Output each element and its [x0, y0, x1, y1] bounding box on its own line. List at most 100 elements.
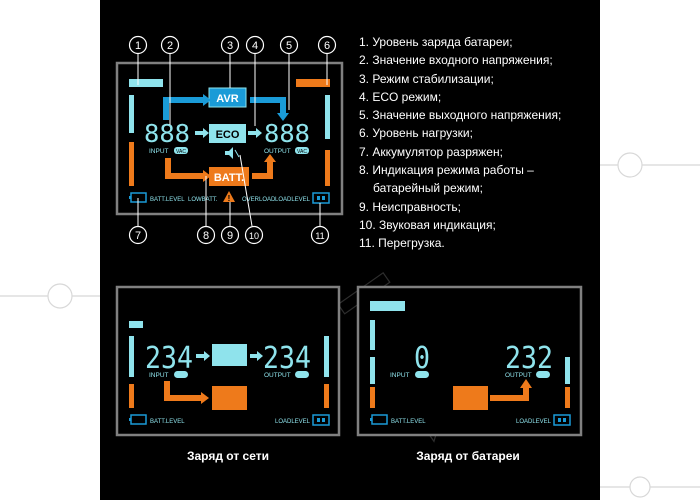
mains-batt-bar-mid: [129, 336, 134, 377]
main-output-vac-badge: [295, 147, 309, 154]
battery-batt-top-bar: [370, 301, 405, 311]
legend-item: 2. Значение входного напряжения;: [359, 53, 553, 68]
main-input-vac-badge: [174, 147, 188, 154]
svg-text:4: 4: [252, 40, 258, 52]
svg-text:11: 11: [315, 231, 324, 241]
callout-5: 5: [279, 35, 299, 55]
main-batt-level-label: BATT.LEVEL: [150, 197, 185, 203]
battery-input-label: INPUT: [390, 372, 410, 379]
legend-item: батарейный режим;: [373, 181, 483, 196]
battery-batt-bar-mid: [370, 357, 375, 384]
main-input-digits: 888: [144, 119, 190, 148]
svg-text:6: 6: [324, 40, 330, 52]
mains-input-label: INPUT: [149, 372, 169, 379]
load-level-bracket: [325, 95, 330, 139]
arrow-head-output: [277, 113, 289, 121]
legend-item: 11. Перегрузка.: [359, 236, 445, 251]
callout-9: 9: [220, 225, 240, 245]
legend-item: 1. Уровень заряда батареи;: [359, 35, 513, 49]
battery-load-icon: [553, 414, 571, 426]
mains-charge-arrow: [164, 381, 203, 401]
legend-list: 1. Уровень заряда батареи; 2. Значение в…: [359, 33, 594, 253]
svg-text:5: 5: [286, 40, 292, 52]
battery-lcd-frame: [356, 285, 583, 437]
callout-10: 10: [244, 225, 264, 245]
arrow-avr-to-output: [250, 97, 286, 115]
svg-text:1: 1: [135, 40, 141, 52]
main-overload-label: OVERLOAD: [242, 197, 276, 203]
arrow-head-batt-out: [264, 154, 276, 162]
svg-text:7: 7: [135, 230, 141, 242]
callout-1: 1: [128, 35, 148, 55]
callout-7: 7: [128, 225, 148, 245]
fault-warning-icon: [223, 191, 235, 202]
load-icon: [312, 192, 330, 204]
battery-output-label: OUTPUT: [505, 372, 532, 379]
callout-lines: [137, 53, 328, 227]
mains-load-icon: [312, 414, 330, 426]
mains-battery-block: [212, 386, 247, 410]
arrow-head-avr: [203, 94, 211, 106]
avr-indicator: [208, 87, 247, 108]
batt-level-bar-low: [129, 142, 134, 186]
batt-level-top-bar: [129, 79, 163, 87]
battery-battery-icon: [370, 414, 388, 425]
background-decoration: [0, 152, 700, 498]
arrow-input-to-avr: [163, 97, 205, 120]
eco-label: ECO: [216, 129, 240, 141]
speaker-muted-icon: [225, 147, 240, 159]
svg-text:10: 10: [249, 231, 259, 241]
legend-item: 5. Значение выходного напряжения;: [359, 108, 562, 123]
main-load-level-label: LOADLEVEL: [275, 197, 311, 203]
main-low-batt-label: LOWBATT.: [188, 197, 218, 203]
legend-item: 3. Режим стабилизации;: [359, 71, 494, 86]
mains-battery-icon: [129, 414, 147, 425]
main-input-vac: VAC: [176, 149, 186, 155]
legend-item: 10. Звуковая индикация;: [359, 217, 496, 232]
load-level-top-bar: [296, 79, 330, 87]
mains-output-digits: 234: [263, 341, 311, 376]
arrow-battery-path: [165, 158, 205, 179]
main-input-label: INPUT: [149, 148, 169, 155]
mains-batt-bar-low: [129, 384, 134, 408]
mains-input-unit-badge: [174, 371, 188, 378]
main-output-digits: 888: [264, 119, 310, 148]
main-output-vac: VAC: [297, 149, 307, 155]
mains-arrow-out-head: [257, 351, 263, 361]
mains-lcd-display: 234 234 INPUT OUTPUT BATT.LEVEL LOADLEVE…: [115, 285, 341, 437]
mains-load-bar-mid: [324, 336, 329, 377]
battery-load-bar-low: [565, 387, 570, 408]
battery-source-block: [453, 386, 488, 410]
legend-item: 9. Неисправность;: [359, 199, 461, 214]
svg-text:3: 3: [227, 40, 233, 52]
battery-load-level-label: LOADLEVEL: [516, 419, 552, 425]
mains-arrow-in-head: [204, 351, 210, 361]
arrow-head-eco-out: [256, 128, 262, 138]
mains-output-unit-badge: [295, 371, 309, 378]
battery-lcd-display: 0 232 INPUT OUTPUT BATT.LEVEL LOADLEVEL: [356, 285, 583, 437]
mains-caption: Заряд от сети: [186, 449, 269, 463]
load-level-bar-low: [325, 150, 330, 186]
avr-label: AVR: [216, 93, 238, 105]
main-output-label: OUTPUT: [264, 148, 291, 155]
battery-batt-bar-upper: [370, 320, 375, 350]
battery-batt-bar-low: [370, 387, 375, 408]
battery-input-unit-badge: [415, 371, 429, 378]
batt-indicator: [209, 167, 249, 186]
eco-indicator: [209, 124, 246, 143]
mains-batt-level-label: BATT.LEVEL: [150, 419, 185, 425]
arrow-batt-to-output: [252, 160, 273, 179]
callout-11: 11: [310, 225, 330, 245]
callout-6: 6: [317, 35, 337, 55]
mains-batt-top-bar: [129, 321, 143, 328]
svg-text:2: 2: [167, 40, 173, 52]
mains-load-level-label: LOADLEVEL: [275, 419, 311, 425]
battery-discharge-arrow-head: [520, 379, 532, 388]
battery-discharge-arrow: [490, 386, 529, 401]
callout-markers: 1 2 3 4 5 6 7 8 9 10 11: [128, 35, 337, 245]
battery-input-digits: 0: [414, 341, 430, 376]
fault-exclamation: !: [228, 194, 231, 203]
battery-caption: Заряд от батареи: [416, 449, 520, 463]
battery-output-digits: 232: [505, 341, 553, 376]
